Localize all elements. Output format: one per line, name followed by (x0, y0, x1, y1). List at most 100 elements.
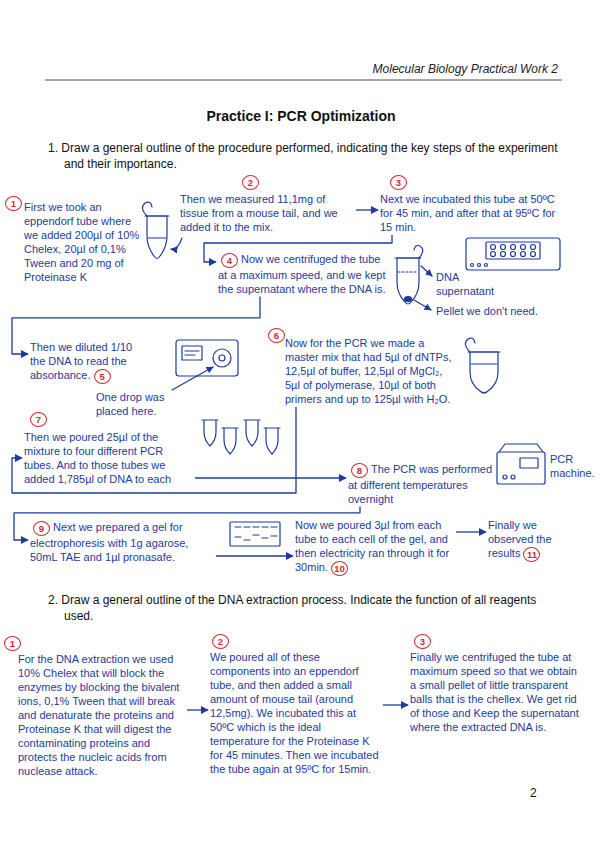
well (501, 245, 506, 250)
step-text: We poured all of these components into a… (210, 651, 379, 775)
step-text: The PCR was performed at different tempe… (348, 463, 492, 505)
step-number: 10 (331, 561, 348, 576)
flow-arrow (456, 531, 486, 532)
display-screen (182, 346, 202, 360)
button (478, 264, 481, 267)
step-block: 4Now we centrifuged the tube at a maximu… (218, 252, 386, 296)
step-number: 1 (5, 196, 22, 211)
pcr-tube (264, 428, 280, 454)
step-number: 5 (94, 369, 111, 384)
incubator-block (466, 238, 560, 270)
well (511, 252, 516, 257)
step-number: 1 (4, 636, 21, 651)
annotation-label: DNA supernatant (436, 270, 500, 298)
leader-arrow (414, 300, 431, 310)
well (521, 245, 526, 250)
button (485, 264, 488, 267)
step-text: Next we incubated this tube at 50ºC for … (380, 193, 555, 233)
pcr-tube (244, 420, 260, 446)
pcr-machine-display (520, 458, 538, 468)
sample-drop (219, 355, 225, 361)
flow-arrow (383, 704, 408, 705)
leader-arrow (171, 238, 182, 249)
page-title: Practice I: PCR Optimization (0, 108, 602, 124)
page-number: 2 (530, 786, 560, 800)
step-block: Finally we observed the results11 (488, 518, 572, 562)
well (491, 252, 496, 257)
step-text: First we took an eppendorf tube where we… (24, 201, 139, 283)
well (531, 245, 536, 250)
question-text: 1. Draw a general outline of the procedu… (48, 140, 568, 172)
step-number: 9 (33, 521, 50, 536)
flow-arrow (195, 477, 346, 478)
pcr-tube (222, 428, 238, 454)
step-block: 2Then we measured 11,1mg of tissue from … (180, 192, 355, 234)
screen-lines (185, 351, 199, 355)
step-number: 2 (242, 175, 259, 190)
annotation-label: PCR machine. (550, 452, 598, 480)
annotation-label: Pellet we don't need. (436, 304, 576, 318)
step-text: Then we measured 11,1mg of tissue from a… (180, 193, 338, 233)
pellet (405, 297, 412, 302)
well (501, 252, 506, 257)
step-number: 8 (351, 463, 368, 478)
step-block: 3Next we incubated this tube at 50ºC for… (380, 192, 560, 234)
tube-lid (465, 338, 500, 352)
button (511, 475, 515, 479)
step-number: 6 (268, 328, 285, 343)
step-block: 3Finally we centrifuged the tube at maxi… (410, 650, 582, 734)
step-block: 8The PCR was performed at different temp… (348, 462, 496, 506)
flow-arrow (187, 709, 208, 710)
step-text: Now we centrifuged the tube at a maximum… (218, 253, 386, 295)
pcr-machine-lid (499, 444, 543, 452)
well (521, 252, 526, 257)
flow-arrow (356, 209, 378, 210)
well (511, 245, 516, 250)
step-block: 9Next we prepared a gel for electrophore… (30, 520, 215, 564)
flow-arrow (12, 407, 296, 493)
header-text: Molecular Biology Practical Work 2 (290, 62, 558, 76)
step-number: 11 (523, 547, 540, 562)
step-block: 2We poured all of these components into … (210, 650, 382, 776)
step-text: Now we poured 3µl from each tube to each… (295, 519, 449, 573)
step-number: 2 (212, 634, 229, 649)
well (491, 245, 496, 250)
eppendorf-tube (147, 216, 167, 259)
incubator-plate (486, 242, 540, 259)
button (471, 264, 474, 267)
leader-arrow (421, 266, 432, 276)
button (503, 475, 507, 479)
well (531, 252, 536, 257)
tube-lid (395, 246, 423, 259)
step-block: Then we diluted 1/10 the DNA to read the… (30, 340, 150, 384)
step-text: Now for the PCR we made a master mix tha… (285, 337, 452, 405)
centrifuged-tube (397, 258, 419, 304)
step-block: 1First we took an eppendorf tube where w… (24, 200, 144, 284)
step-block: Now we poured 3µl from each tube to each… (295, 518, 455, 576)
flow-arrow (216, 555, 293, 556)
supernatant-level (398, 271, 418, 272)
gel-bands (235, 535, 277, 540)
tube-lid (142, 202, 169, 216)
question-text: 2. Draw a general outline of the DNA ext… (48, 592, 568, 624)
pcr-tube (202, 420, 218, 446)
leader-arrow (172, 367, 213, 390)
annotation-label: One drop was placed here. (96, 390, 176, 418)
step-number: 3 (414, 634, 431, 649)
step-block: 1For the DNA extraction we used 10% Chel… (18, 652, 186, 778)
step-block: 6Now for the PCR we made a master mix th… (285, 336, 460, 406)
step-block: 7Then we poured 25µl of the mixture to f… (24, 430, 194, 486)
pcr-machine (497, 452, 545, 484)
liquid-level (148, 237, 166, 238)
illustrations (142, 202, 560, 546)
step-number: 3 (390, 175, 407, 190)
step-text: Next we prepared a gel for electrophores… (30, 521, 188, 563)
header-rule (45, 80, 562, 81)
master-mix-tube (470, 352, 498, 393)
step-text: Finally we observed the results (488, 519, 552, 559)
step-number: 4 (221, 253, 238, 268)
liquid-level (471, 363, 497, 364)
step-number: 7 (30, 412, 47, 427)
step-text: Then we diluted 1/10 the DNA to read the… (30, 341, 132, 381)
